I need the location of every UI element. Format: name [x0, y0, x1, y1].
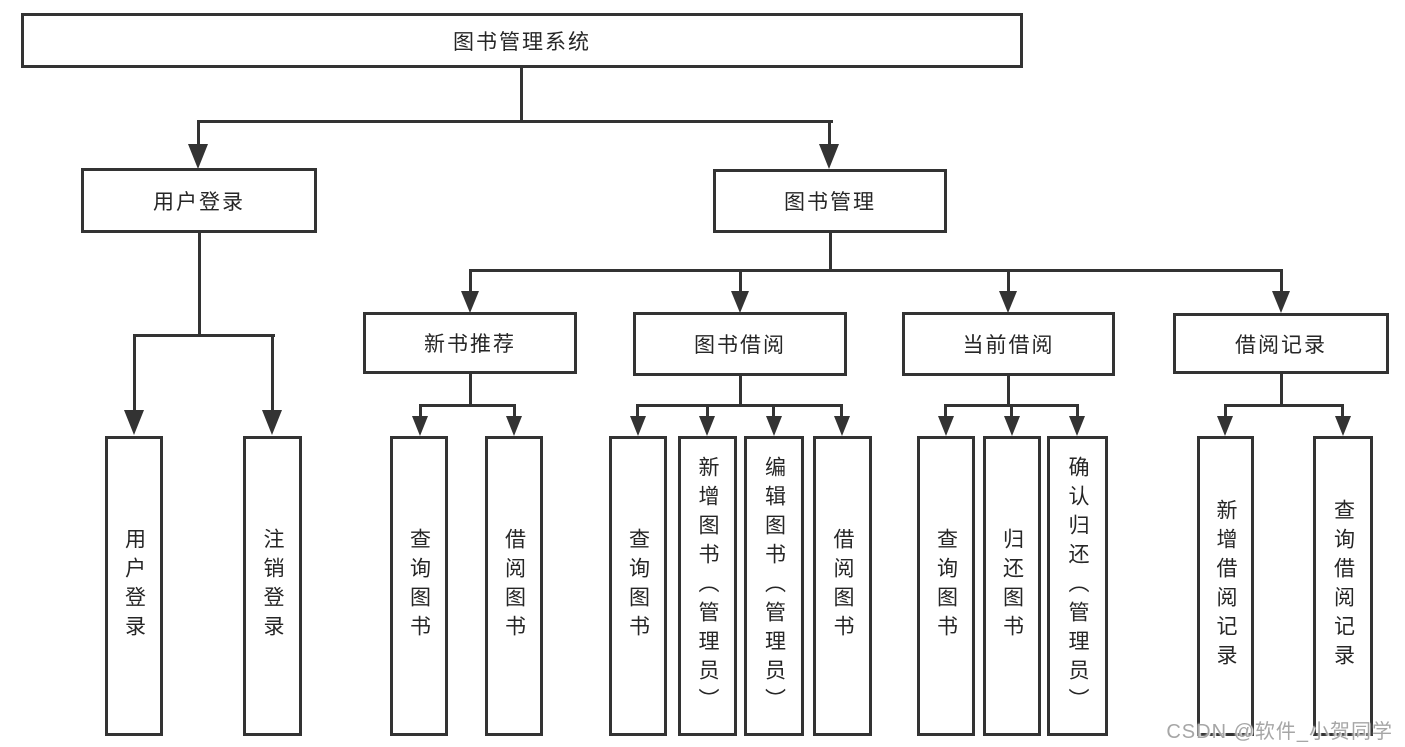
arrowhead-to-user-login-icon — [188, 144, 208, 169]
edge-record-drop-1 — [1224, 404, 1227, 418]
edge-mgmt-drop-1 — [469, 269, 472, 293]
arrowhead-to-book-borrow-icon — [731, 291, 749, 313]
arrowhead-newbook-borrow-icon — [506, 416, 522, 436]
leaf-borrow-borrow-label: 借阅图书 — [831, 528, 854, 644]
edge-borrow-rail — [636, 404, 843, 407]
arrowhead-current-return-icon — [1004, 416, 1020, 436]
arrowhead-borrow-query-icon — [630, 416, 646, 436]
arrowhead-to-borrow-record-icon — [1272, 291, 1290, 313]
leaf-newbook-borrow-label: 借阅图书 — [502, 528, 526, 644]
edge-mgmt-stem — [829, 232, 832, 271]
leaf-borrow-edit-admin: 编辑图书（管理员） — [744, 436, 804, 736]
node-current-borrow-label: 当前借阅 — [962, 334, 1055, 357]
arrowhead-to-login-icon — [124, 410, 144, 435]
arrowhead-to-logout-icon — [262, 410, 282, 435]
leaf-user-logout-label: 注销登录 — [261, 528, 284, 644]
edge-borrow-drop-1 — [636, 404, 639, 418]
node-current-borrow: 当前借阅 — [902, 312, 1115, 376]
leaf-user-login-label: 用户登录 — [122, 528, 146, 644]
leaf-record-add-label: 新增借阅记录 — [1214, 499, 1237, 673]
edge-root-drop-left — [197, 120, 200, 147]
leaf-current-query-label: 查询图书 — [934, 528, 958, 644]
leaf-user-login: 用户登录 — [105, 436, 163, 736]
node-new-book-rec: 新书推荐 — [363, 312, 577, 374]
leaf-record-add: 新增借阅记录 — [1197, 436, 1254, 736]
edge-root-drop-right — [828, 120, 831, 147]
node-borrow-record: 借阅记录 — [1173, 313, 1389, 374]
csdn-watermark: CSDN @软件_小贺同学 — [1166, 721, 1393, 743]
leaf-borrow-edit-admin-label: 编辑图书（管理员） — [762, 455, 786, 717]
leaf-newbook-borrow: 借阅图书 — [485, 436, 543, 736]
edge-mgmt-rail — [469, 269, 1282, 272]
leaf-newbook-query: 查询图书 — [390, 436, 448, 736]
leaf-borrow-query: 查询图书 — [609, 436, 667, 736]
edge-user-rail — [133, 334, 275, 337]
edge-newbook-stem — [469, 373, 472, 406]
arrowhead-newbook-query-icon — [412, 416, 428, 436]
edge-current-stem — [1007, 375, 1010, 406]
edge-borrow-drop-4 — [840, 404, 843, 418]
leaf-borrow-borrow: 借阅图书 — [813, 436, 872, 736]
leaf-borrow-query-label: 查询图书 — [626, 528, 650, 644]
node-book-mgmt-label: 图书管理 — [784, 191, 876, 214]
leaf-current-query: 查询图书 — [917, 436, 975, 736]
leaf-current-confirm-admin: 确认归还（管理员） — [1047, 436, 1108, 736]
edge-record-drop-2 — [1341, 404, 1344, 418]
node-new-book-rec-label: 新书推荐 — [424, 333, 516, 356]
leaf-newbook-query-label: 查询图书 — [407, 528, 431, 644]
node-borrow-record-label: 借阅记录 — [1235, 333, 1327, 357]
node-book-mgmt: 图书管理 — [713, 169, 947, 233]
arrowhead-to-current-borrow-icon — [999, 291, 1017, 313]
node-user-login: 用户登录 — [81, 168, 317, 233]
node-book-borrow: 图书借阅 — [633, 312, 847, 376]
arrowhead-to-book-mgmt-icon — [819, 144, 839, 169]
edge-mgmt-drop-2 — [739, 269, 742, 293]
arrowhead-to-new-book-icon — [461, 291, 479, 313]
edge-current-drop-1 — [944, 404, 947, 418]
edge-user-stem — [198, 232, 201, 336]
edge-root-stem — [520, 68, 523, 122]
leaf-borrow-add-admin: 新增图书（管理员） — [678, 436, 737, 736]
node-user-login-label: 用户登录 — [153, 190, 245, 214]
edge-current-drop-2 — [1010, 404, 1013, 418]
edge-user-drop-2 — [271, 334, 274, 412]
node-root-label: 图书管理系统 — [453, 30, 591, 54]
edge-borrow-drop-2 — [706, 404, 709, 418]
arrowhead-borrow-edit-icon — [766, 416, 782, 436]
arrowhead-record-query-icon — [1335, 416, 1351, 436]
edge-current-drop-3 — [1076, 404, 1079, 418]
leaf-borrow-add-admin-label: 新增图书（管理员） — [696, 455, 719, 717]
edge-user-drop-1 — [133, 334, 136, 412]
edge-mgmt-drop-4 — [1280, 269, 1283, 293]
edge-borrow-stem — [739, 375, 742, 406]
arrowhead-current-confirm-icon — [1069, 416, 1085, 436]
leaf-current-return-label: 归还图书 — [1000, 528, 1024, 644]
edge-record-rail — [1224, 404, 1344, 407]
node-book-borrow-label: 图书借阅 — [694, 334, 786, 357]
node-root-system: 图书管理系统 — [21, 13, 1023, 68]
leaf-current-confirm-admin-label: 确认归还（管理员） — [1066, 455, 1089, 717]
edge-newbook-drop-1 — [419, 404, 422, 418]
arrowhead-borrow-add-icon — [699, 416, 715, 436]
leaf-user-logout: 注销登录 — [243, 436, 302, 736]
edge-newbook-drop-2 — [513, 404, 516, 418]
edge-record-stem — [1280, 373, 1283, 406]
edge-newbook-rail — [419, 404, 516, 407]
edge-borrow-drop-3 — [772, 404, 775, 418]
arrowhead-record-add-icon — [1217, 416, 1233, 436]
leaf-current-return: 归还图书 — [983, 436, 1041, 736]
leaf-record-query-label: 查询借阅记录 — [1331, 499, 1355, 673]
arrowhead-current-query-icon — [938, 416, 954, 436]
edge-mgmt-drop-3 — [1007, 269, 1010, 293]
leaf-record-query: 查询借阅记录 — [1313, 436, 1373, 736]
arrowhead-borrow-borrow-icon — [834, 416, 850, 436]
edge-root-rail — [197, 120, 833, 123]
